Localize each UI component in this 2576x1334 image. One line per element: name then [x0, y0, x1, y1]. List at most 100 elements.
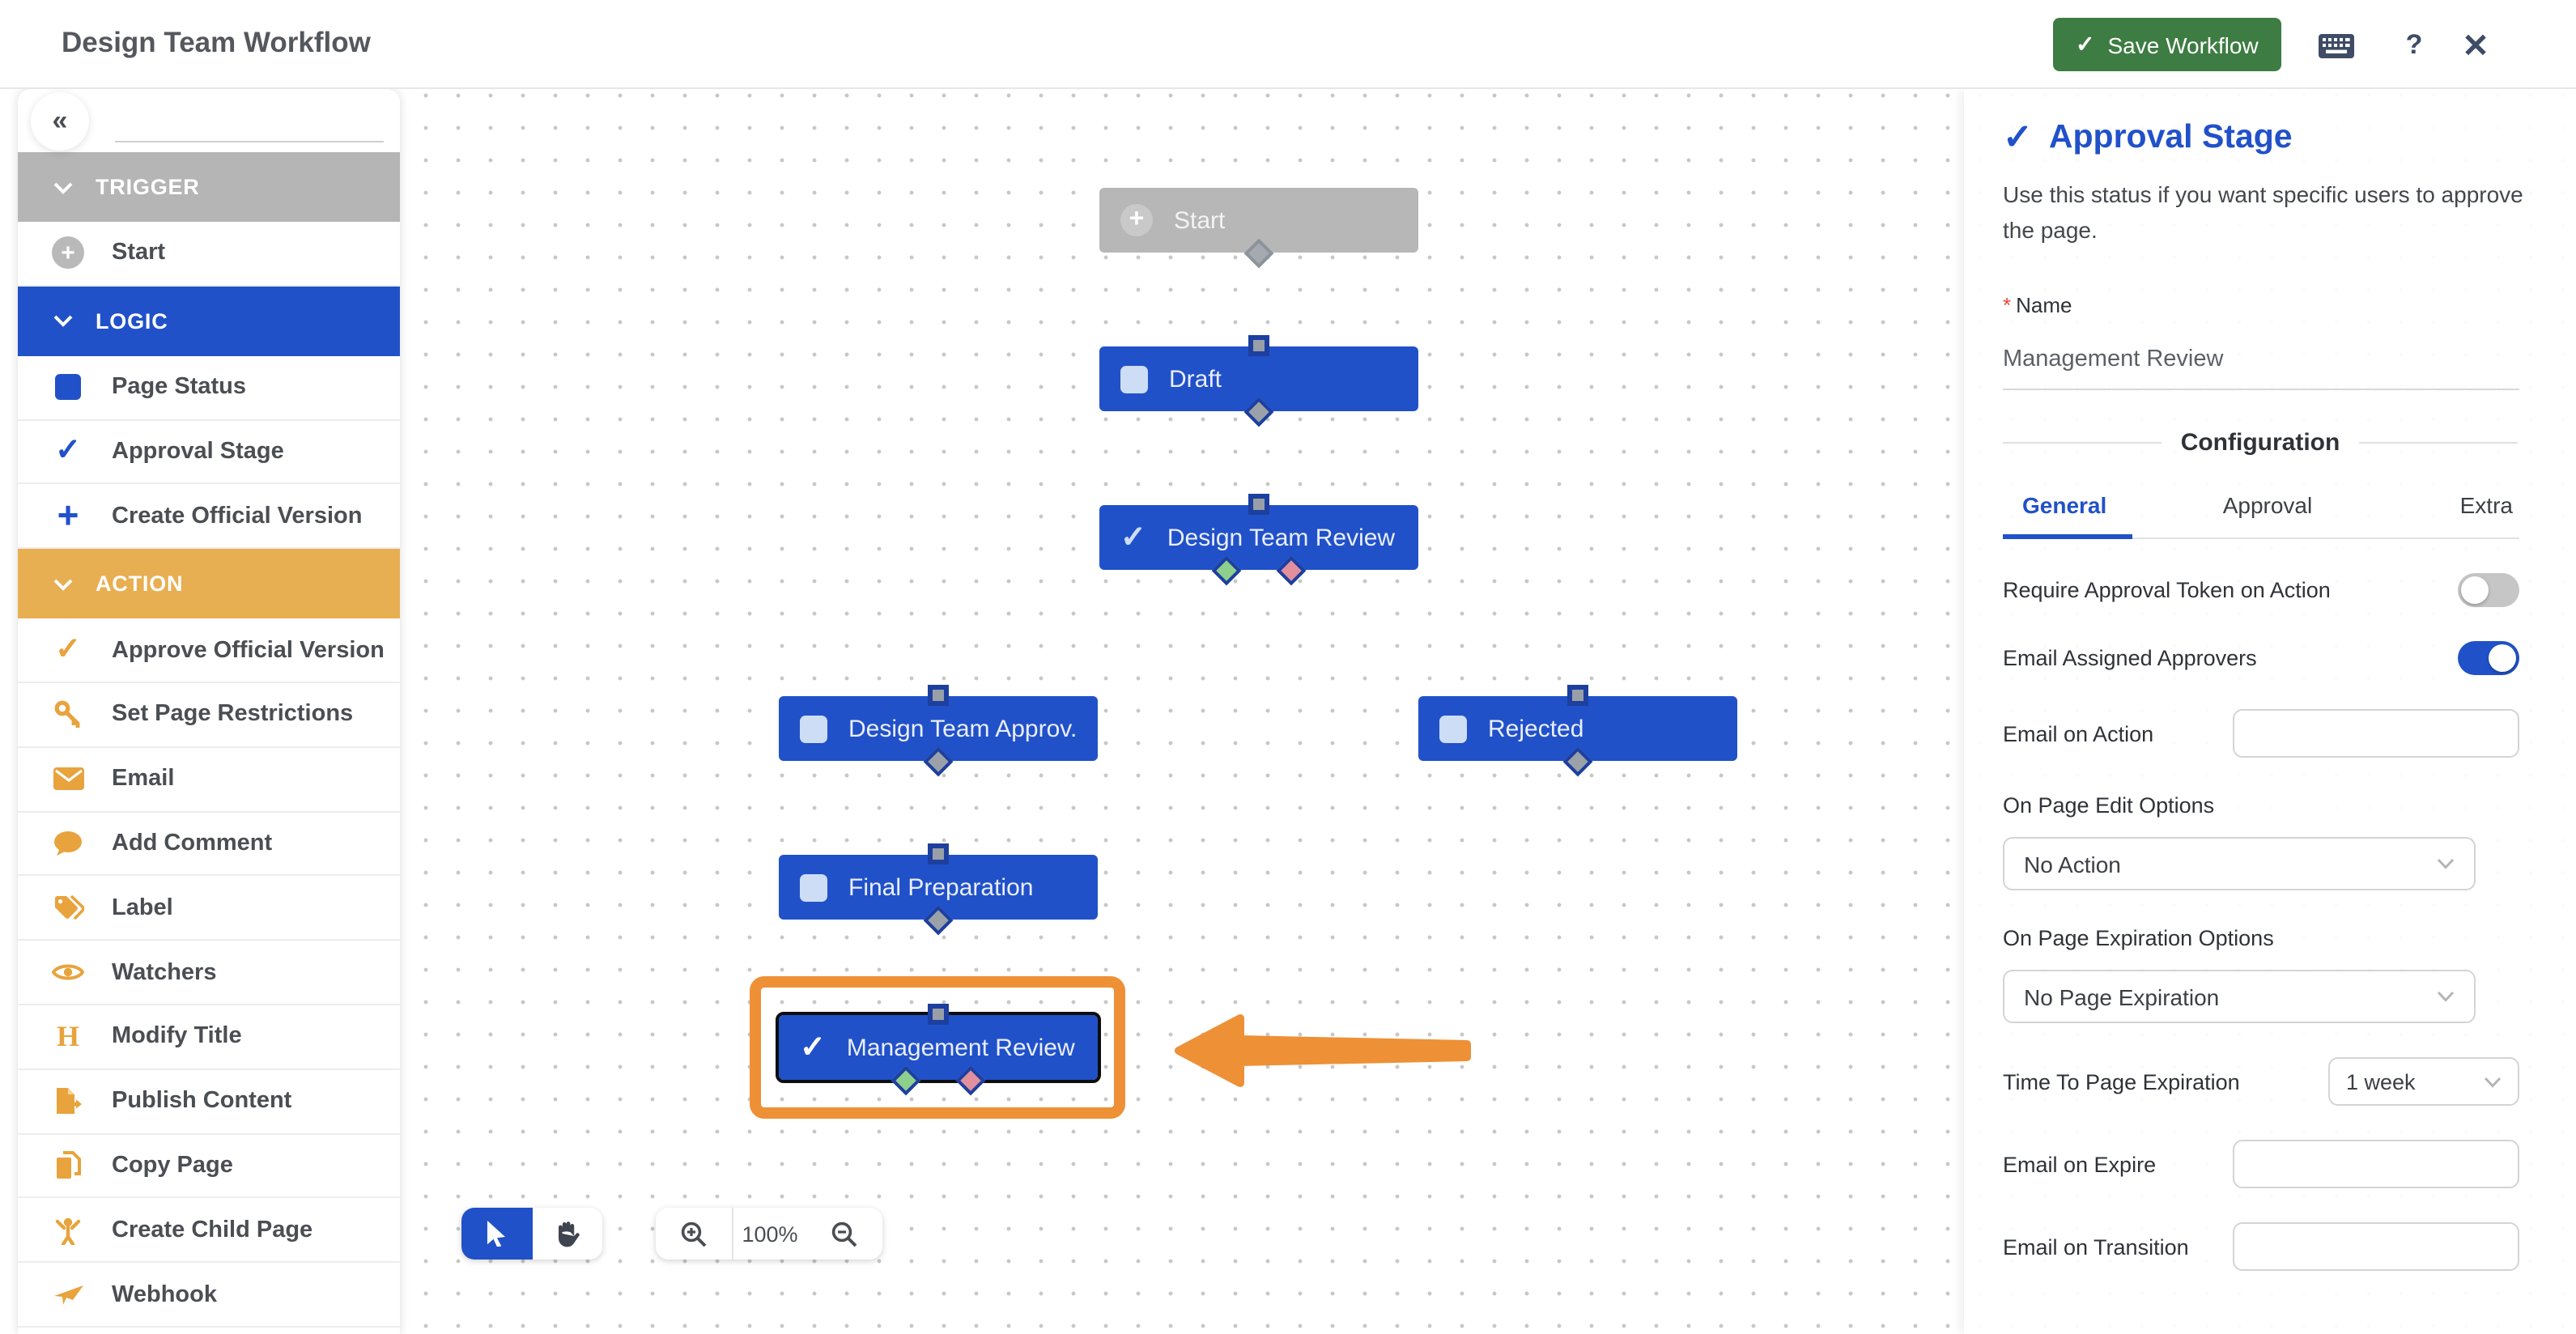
connector-top-handle[interactable]: [1248, 494, 1269, 515]
pan-tool-button[interactable]: [532, 1208, 602, 1260]
email-on-transition-input[interactable]: [2233, 1222, 2519, 1272]
zoom-in-button[interactable]: [656, 1208, 733, 1260]
chevron-down-icon: [53, 578, 73, 591]
palette-item-label: Approve Official Version: [112, 637, 385, 664]
palette-item-create-official-version[interactable]: + Create Official Version: [18, 484, 400, 550]
node-design-team-approved[interactable]: Design Team Approv.: [779, 685, 1098, 777]
on-page-edit-select[interactable]: No Action: [2003, 837, 2476, 891]
connector-top-handle[interactable]: [928, 843, 949, 865]
pointer-cursor-icon: [487, 1221, 505, 1247]
connector-diamond[interactable]: [923, 746, 954, 777]
node-label: Start: [1174, 206, 1226, 234]
palette-item-approval-stage[interactable]: ✓ Approval Stage: [18, 420, 400, 485]
node-design-team-review[interactable]: ✓ Design Team Review: [1099, 494, 1418, 586]
approval-check-icon: ✓: [800, 1030, 826, 1064]
section-header-action[interactable]: ACTION: [18, 549, 400, 619]
require-token-row: Require Approval Token on Action: [2003, 573, 2519, 608]
node-label: Design Team Approv.: [848, 715, 1078, 742]
chevron-down-icon: [2437, 992, 2455, 1003]
connector-approve-diamond[interactable]: [1210, 555, 1241, 586]
palette-item-label: Page Status: [112, 374, 246, 401]
section-header-trigger[interactable]: TRIGGER: [18, 152, 400, 222]
comment-icon: [50, 831, 86, 856]
envelope-icon: [50, 767, 86, 791]
tab-extra[interactable]: Extra: [2459, 492, 2513, 519]
zoom-out-button[interactable]: [806, 1208, 882, 1260]
on-page-expiration-select[interactable]: No Page Expiration: [2003, 970, 2476, 1024]
connector-top-handle[interactable]: [928, 685, 949, 706]
email-on-action-input[interactable]: [2233, 709, 2519, 758]
page-status-icon: [800, 873, 827, 901]
connector-diamond[interactable]: [1243, 238, 1274, 269]
palette-item-label: Set Page Restrictions: [112, 701, 354, 728]
node-label: Final Preparation: [848, 873, 1034, 901]
help-button[interactable]: ?: [2405, 29, 2423, 60]
node-draft[interactable]: Draft: [1099, 335, 1418, 427]
page-status-icon: [800, 715, 827, 742]
palette-item-webhook[interactable]: Webhook: [18, 1263, 400, 1328]
palette-item-start[interactable]: + Start: [18, 222, 400, 287]
zoom-out-icon: [831, 1221, 857, 1247]
email-on-transition-label: Email on Transition: [2003, 1234, 2189, 1260]
node-management-review[interactable]: ✓ Management Review: [776, 1004, 1101, 1096]
name-input[interactable]: Management Review: [2003, 347, 2519, 391]
connector-reject-diamond[interactable]: [1275, 555, 1306, 586]
palette-item-modify-title[interactable]: H Modify Title: [18, 1005, 400, 1070]
configuration-tabs: General Approval Extra: [2003, 493, 2519, 540]
email-on-expire-input[interactable]: [2233, 1140, 2519, 1189]
panel-title-text: Approval Stage: [2048, 118, 2293, 155]
tab-general[interactable]: General: [2003, 493, 2186, 540]
connector-top-handle[interactable]: [1567, 685, 1588, 706]
palette-item-watchers[interactable]: Watchers: [18, 941, 400, 1005]
selected-value: No Page Expiration: [2024, 984, 2220, 1010]
palette-item-label: Email: [112, 766, 175, 792]
heading-icon: H: [56, 1020, 79, 1053]
check-icon: ✓: [2076, 31, 2095, 57]
keyboard-shortcuts-button[interactable]: [2314, 23, 2359, 68]
plus-circle-icon: +: [1120, 204, 1153, 236]
close-button[interactable]: ✕: [2462, 28, 2489, 64]
eye-icon: [50, 962, 86, 983]
require-token-toggle[interactable]: [2458, 573, 2519, 608]
palette-item-copy-page[interactable]: Copy Page: [18, 1134, 400, 1199]
section-label: ACTION: [96, 571, 184, 597]
page-status-icon: [1120, 365, 1148, 393]
palette-item-email[interactable]: Email: [18, 747, 400, 813]
time-to-expiration-select[interactable]: 1 week: [2328, 1057, 2519, 1107]
connector-diamond[interactable]: [1243, 397, 1274, 427]
save-workflow-button[interactable]: ✓ Save Workflow: [2053, 18, 2281, 71]
palette-item-publish-content[interactable]: Publish Content: [18, 1069, 400, 1135]
chevron-down-icon: [2484, 1077, 2502, 1088]
palette-item-label: Watchers: [112, 959, 217, 986]
connector-top-handle[interactable]: [1248, 335, 1269, 356]
palette-item-page-status[interactable]: Page Status: [18, 355, 400, 421]
palette-item-set-page-restrictions[interactable]: Set Page Restrictions: [18, 682, 400, 748]
sidebar-search-underline: [115, 141, 384, 142]
node-final-preparation[interactable]: Final Preparation: [779, 843, 1098, 936]
palette-item-add-comment[interactable]: Add Comment: [18, 812, 400, 877]
pointer-tool-button[interactable]: [461, 1208, 532, 1260]
email-assigned-label: Email Assigned Approvers: [2003, 646, 2257, 671]
email-assigned-toggle[interactable]: [2458, 641, 2519, 676]
palette-item-label: Approval Stage: [112, 438, 284, 465]
palette-item-label: Publish Content: [112, 1088, 292, 1115]
node-rejected[interactable]: Rejected: [1418, 685, 1737, 777]
connector-diamond[interactable]: [923, 905, 954, 936]
node-start[interactable]: + Start: [1099, 188, 1418, 269]
time-to-expiration-row: Time To Page Expiration 1 week: [2003, 1057, 2519, 1107]
palette-item-label[interactable]: Label: [18, 876, 400, 941]
palette-item-label: Copy Page: [112, 1152, 233, 1179]
webhook-icon: [50, 1283, 86, 1306]
section-header-logic[interactable]: LOGIC: [18, 286, 400, 356]
tab-approval[interactable]: Approval: [2222, 492, 2313, 519]
email-assigned-row: Email Assigned Approvers: [2003, 641, 2519, 676]
connector-diamond[interactable]: [1562, 746, 1593, 777]
palette-item-label: Label: [112, 894, 173, 921]
palette-item-create-child-page[interactable]: Create Child Page: [18, 1198, 400, 1264]
time-to-expiration-label: Time To Page Expiration: [2003, 1069, 2240, 1094]
palette-item-approve-official-version[interactable]: ✓ Approve Official Version: [18, 618, 400, 683]
connector-top-handle[interactable]: [928, 1004, 949, 1025]
palette-item-label: Modify Title: [112, 1023, 242, 1050]
name-field-label: *Name: [2003, 293, 2072, 318]
collapse-sidebar-button[interactable]: «: [31, 92, 89, 151]
